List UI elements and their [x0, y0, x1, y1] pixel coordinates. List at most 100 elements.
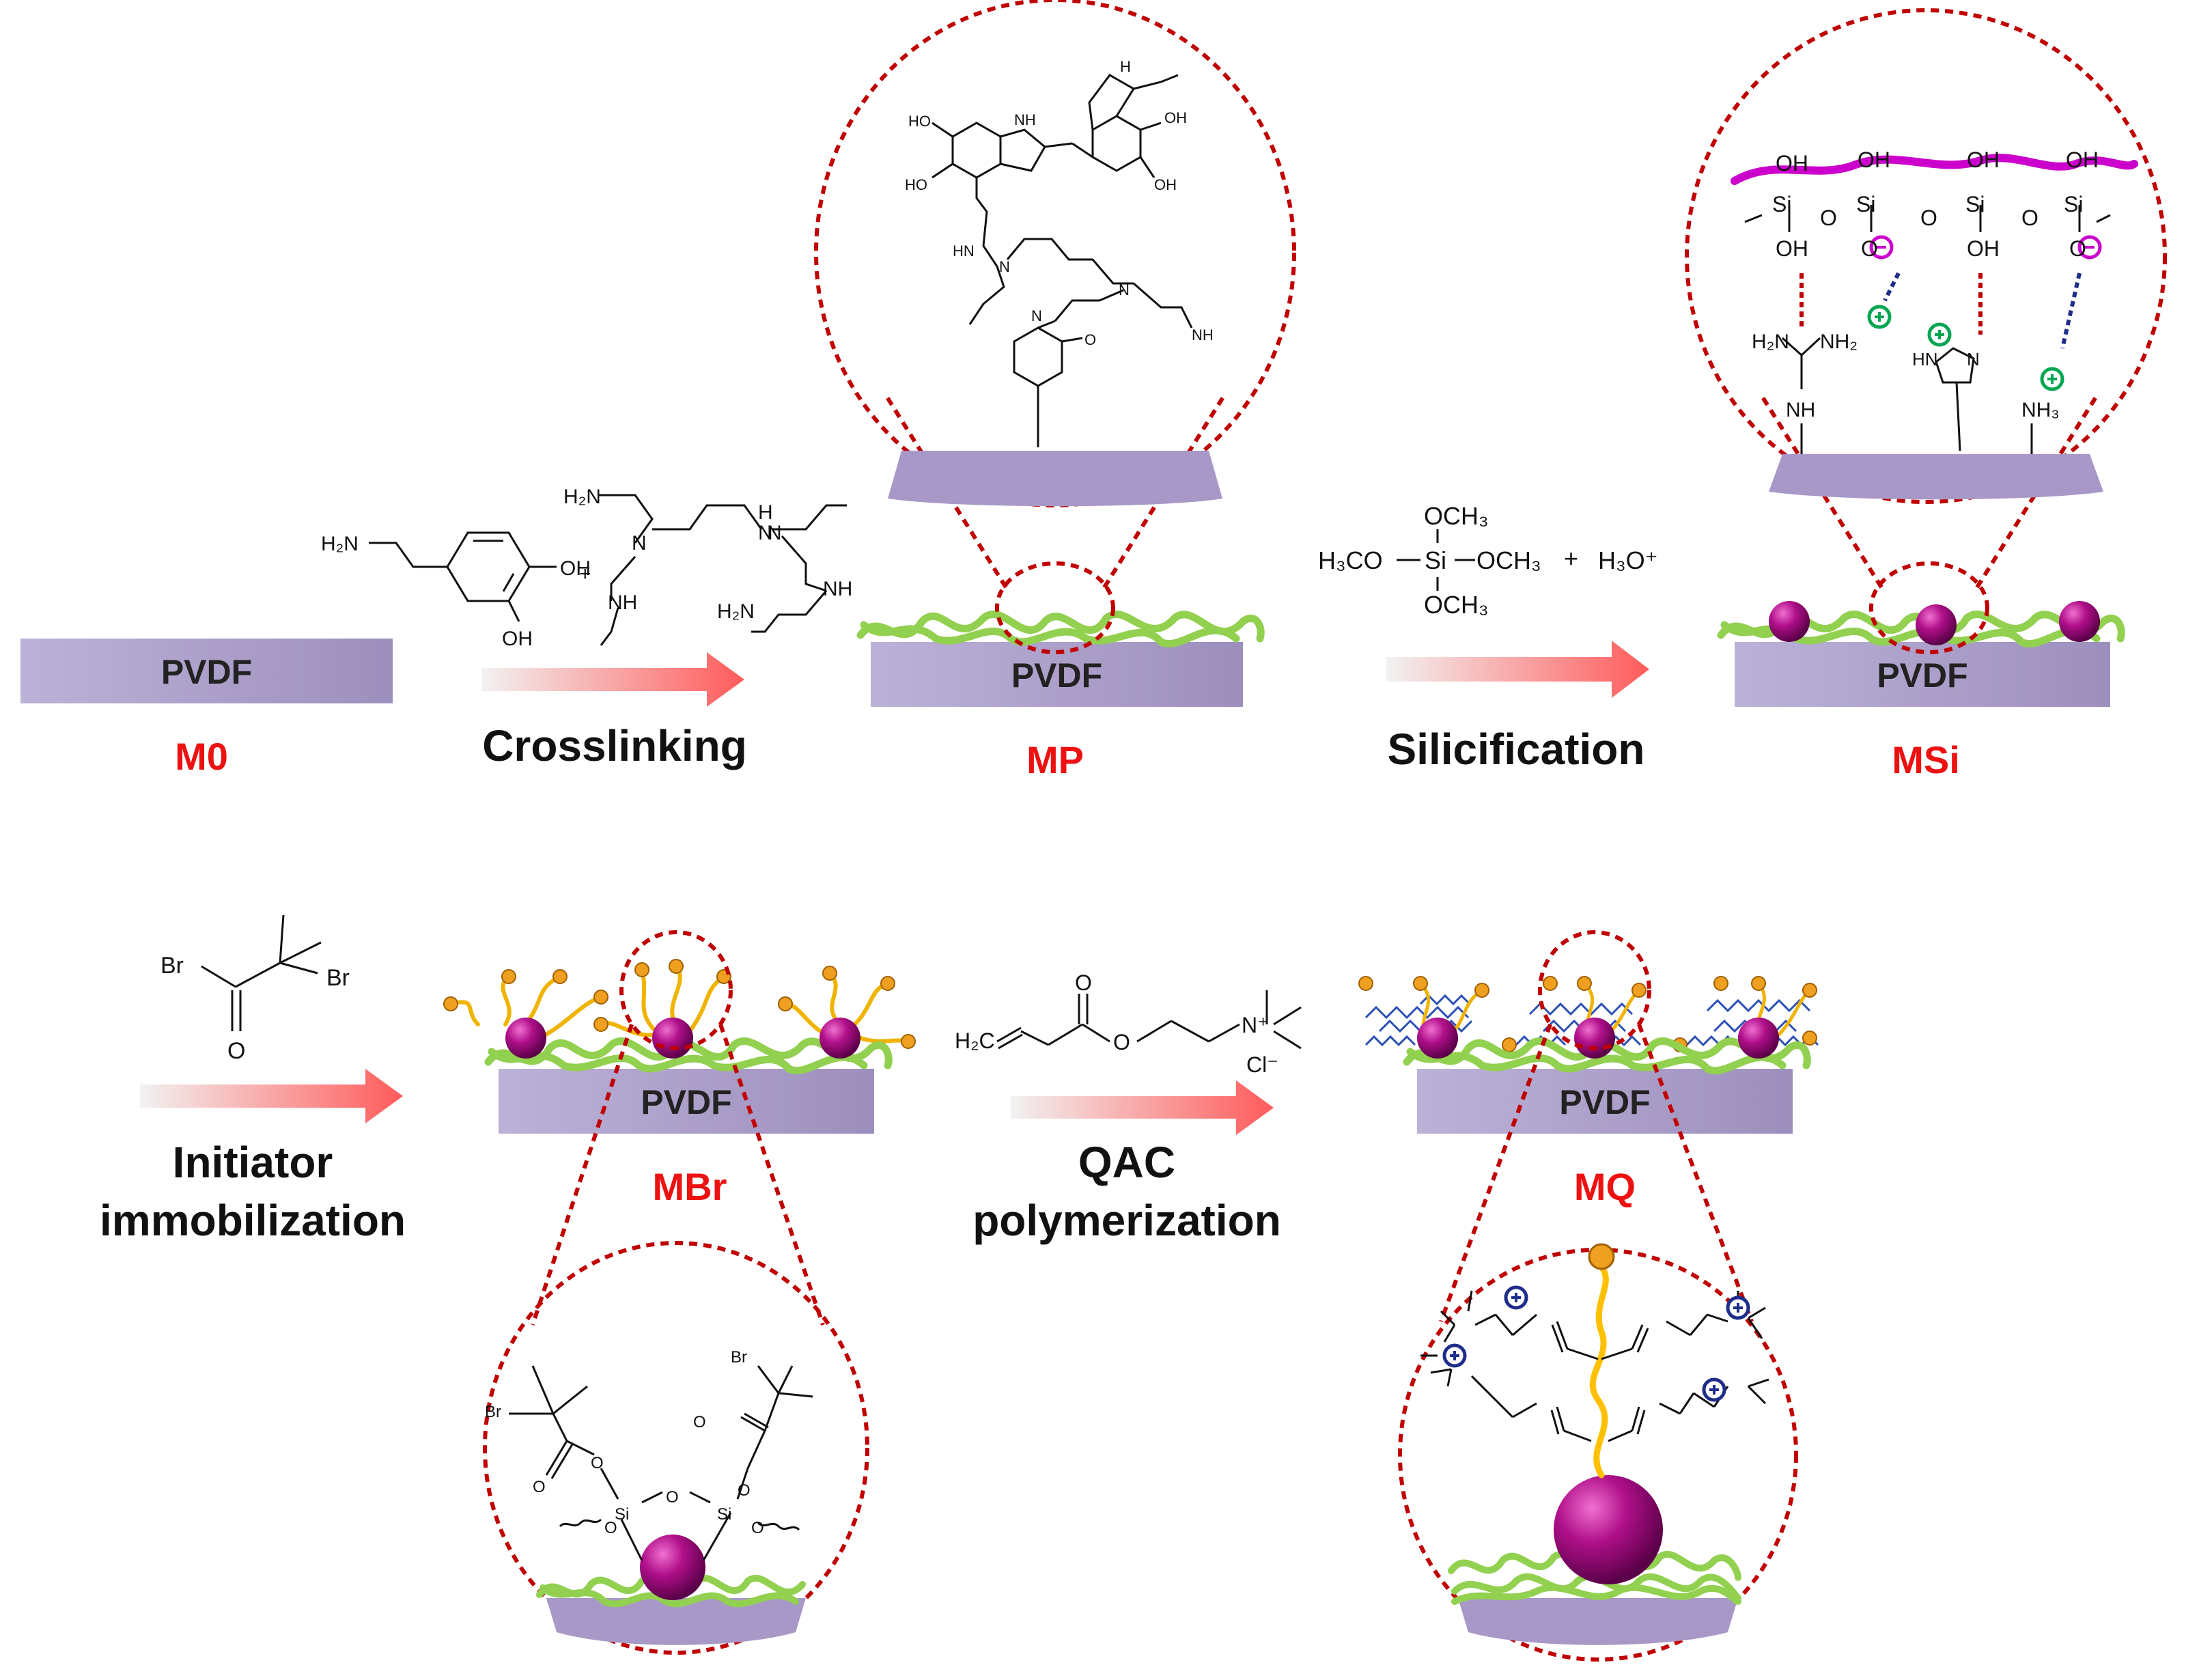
- membrane-label-mq: MQ: [1573, 1165, 1636, 1208]
- dopamine-oh1: OH: [560, 557, 591, 580]
- bibb-br2: Br: [326, 965, 350, 991]
- msi-si-1: Si: [1772, 192, 1791, 216]
- zoom-callout-mbr: [483, 930, 869, 1655]
- zoom-callout-msi: [1685, 8, 2167, 654]
- mp-oh3: OH: [1164, 109, 1187, 126]
- tmos-h3o: H₃O⁺: [1598, 546, 1658, 574]
- silica-particle-msi-2: [1916, 604, 1957, 645]
- pvdf-slab-mbr-zoom: [546, 1598, 806, 1645]
- polymer-backbone-mq-zoom: [1589, 1263, 1609, 1479]
- qac-n: N⁺: [1242, 1013, 1269, 1037]
- pei-n1: N: [632, 532, 647, 555]
- mp-oh4: OH: [1154, 176, 1177, 193]
- msi-oh-bottom-2: OH: [1967, 236, 2000, 261]
- msi-guanidine-nh2: NH₂: [1820, 331, 1858, 353]
- polydopamine-structure: [932, 74, 1193, 447]
- qac-monomer-structure: [996, 990, 1302, 1050]
- silica-particle-mq-2: [1574, 1018, 1615, 1059]
- mbr-br2: Br: [731, 1348, 747, 1367]
- bibb-structure: [201, 914, 322, 1031]
- arrow-crosslinking: [481, 652, 744, 707]
- mbr-zoom-structure: [509, 1365, 813, 1561]
- silica-particle-mbr-zoom: [640, 1535, 705, 1600]
- silica-particle-mbr-3: [820, 1018, 860, 1059]
- msi-oh-top-4: OH: [2066, 148, 2099, 172]
- dopamine-structure: [369, 531, 557, 622]
- mp-nh3: NH: [1192, 326, 1214, 344]
- msi-o-minus-1: O: [1861, 236, 1878, 261]
- pvdf-slab-mp-zoom: [888, 451, 1222, 507]
- arrow-qac: [1011, 1080, 1274, 1135]
- step-label-qac-line2: polymerization: [972, 1196, 1281, 1245]
- membrane-label-msi: MSi: [1892, 738, 1960, 781]
- pei-h1: H: [758, 501, 773, 524]
- mbr-br1: Br: [485, 1403, 501, 1421]
- msi-o-bridge-1: O: [1820, 206, 1837, 230]
- mp-o: O: [1084, 331, 1096, 348]
- msi-guanidine-nh: NH: [1786, 399, 1815, 421]
- step-label-initiator-line1: Initiator: [172, 1138, 333, 1187]
- silica-particle-msi-3: [2059, 601, 2100, 642]
- mp-n2: N: [1119, 281, 1130, 298]
- pvdf-substrate-m0: [20, 639, 393, 703]
- mbr-o4: O: [738, 1481, 751, 1500]
- msi-pyrazole-hn: HN: [1912, 349, 1938, 369]
- mp-ho2: HO: [905, 176, 927, 193]
- step-label-initiator-line2: immobilization: [100, 1196, 406, 1245]
- mbr-o2: O: [533, 1478, 546, 1496]
- chain-end-group-mq: [1588, 1243, 1615, 1270]
- mp-hn: HN: [953, 242, 975, 260]
- pvdf-substrate-mq: [1417, 1069, 1793, 1134]
- pvdf-label-mp: PVDF: [1011, 656, 1103, 695]
- pei-n3: N: [767, 522, 782, 544]
- dopamine-plus: +: [579, 563, 591, 585]
- mbr-o1: O: [591, 1454, 604, 1472]
- tmos-structure: [1397, 529, 1475, 591]
- qac-o-ester: O: [1113, 1030, 1130, 1054]
- hydrogen-bonds: [1799, 272, 2082, 349]
- mp-ho1: HO: [908, 113, 931, 130]
- step-label-qac-line1: QAC: [1078, 1138, 1176, 1187]
- mbr-o6: O: [604, 1519, 617, 1537]
- tmos-och3-bottom: OCH₃: [1424, 591, 1489, 619]
- tmos-och3-right: OCH₃: [1476, 546, 1541, 574]
- qac-cl: Cl⁻: [1246, 1052, 1278, 1077]
- pei-nh1: NH: [608, 591, 637, 614]
- mp-n3: N: [1031, 307, 1042, 324]
- dopamine-oh2: OH: [502, 628, 533, 650]
- step-label-crosslinking: Crosslinking: [482, 721, 747, 770]
- tmos-och3-top: OCH₃: [1424, 502, 1489, 530]
- tmos-si: Si: [1425, 546, 1446, 574]
- bibb-o: O: [227, 1038, 245, 1064]
- mbr-o3: O: [666, 1488, 679, 1507]
- arrow-initiator: [140, 1069, 403, 1123]
- pvdf-slab-mq-zoom: [1458, 1598, 1738, 1645]
- msi-oh-top-2: OH: [1858, 148, 1890, 172]
- silica-particle-mq-1: [1417, 1018, 1458, 1059]
- msi-guanidine-h2n: H₂N: [1752, 331, 1789, 353]
- mbr-o7: O: [751, 1519, 764, 1537]
- silica-particle-mbr-2: [652, 1018, 693, 1059]
- bibb-br1: Br: [160, 953, 184, 979]
- charge-markers-msi: [1867, 235, 2102, 391]
- pei-h2n-b: H₂N: [717, 600, 755, 623]
- charge-markers-mq: [1442, 1285, 1750, 1402]
- pei-structure: [598, 494, 847, 646]
- step-label-silicification: Silicification: [1387, 725, 1645, 774]
- tmos-plus: +: [1564, 544, 1578, 572]
- silica-particle-mq-zoom: [1554, 1475, 1663, 1584]
- silica-particle-msi-1: [1769, 601, 1810, 642]
- mbr-si2: Si: [717, 1505, 731, 1524]
- pei-n2: N: [758, 522, 773, 544]
- msi-si-2: Si: [1856, 192, 1875, 216]
- membrane-label-mbr: MBr: [652, 1165, 727, 1208]
- zoom-callout-mp: [814, 0, 1296, 654]
- mp-h: H: [1120, 58, 1131, 75]
- msi-oh-top-1: OH: [1776, 151, 1808, 176]
- arrow-silicification: [1386, 641, 1649, 698]
- pvdf-label-msi: PVDF: [1877, 656, 1968, 695]
- qac-h2c: H₂C: [955, 1028, 995, 1053]
- membrane-label-m0: M0: [175, 735, 228, 778]
- silica-bonds: [1744, 205, 2111, 232]
